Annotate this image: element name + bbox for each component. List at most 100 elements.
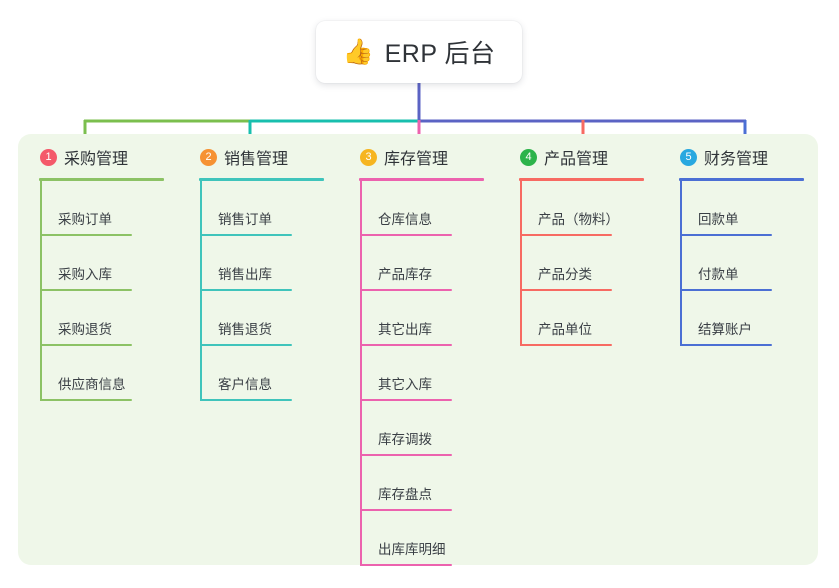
list-item[interactable]: 产品分类 [520,236,658,291]
column-purchasing: 1 采购管理 采购订单 采购入库 采购退货 供应商信 [18,134,178,565]
list-item-label: 付款单 [698,267,739,282]
column-header-rule-5 [679,178,804,181]
list-item[interactable]: 产品库存 [360,236,498,291]
column-title-2: 销售管理 [224,151,289,168]
column-header-rule-2 [199,178,324,181]
column-badge-3: 3 [360,148,377,166]
column-spine-5 [680,181,682,346]
list-item[interactable]: 销售出库 [200,236,338,291]
list-item-label: 产品分类 [538,267,592,282]
column-header-4[interactable]: 4 产品管理 [518,144,658,170]
list-item-rule [360,564,452,566]
list-item-rule [40,344,132,346]
content-panel [18,134,818,565]
list-item-label: 产品库存 [378,267,432,282]
list-item-label: 回款单 [698,212,739,227]
list-item-label: 产品（物料） [538,212,619,227]
list-item[interactable]: 库存盘点 [360,456,498,511]
column-title-3: 库存管理 [384,151,449,168]
column-header-rule-4 [519,178,644,181]
list-item[interactable]: 供应商信息 [40,346,178,401]
list-item[interactable]: 其它出库 [360,291,498,346]
list-item-label: 客户信息 [218,377,272,392]
list-item-label: 产品单位 [538,322,592,337]
list-item[interactable]: 库存调拨 [360,401,498,456]
root-node[interactable]: 👍 ERP 后台 [316,21,522,83]
column-items-4: 产品（物料） 产品分类 产品单位 [520,181,658,346]
list-item-label: 销售退货 [218,322,272,337]
list-item-label: 供应商信息 [58,377,126,392]
column-title-1: 采购管理 [64,151,129,168]
column-sales: 2 销售管理 销售订单 销售出库 销售退货 客户信息 [178,134,338,565]
list-item[interactable]: 客户信息 [200,346,338,401]
list-item-rule [360,399,452,401]
column-spine-4 [520,181,522,346]
list-item[interactable]: 结算账户 [680,291,818,346]
list-item-rule [200,234,292,236]
column-finance: 5 财务管理 回款单 付款单 结算账户 [658,134,818,565]
list-item-label: 采购入库 [58,267,112,282]
list-item[interactable]: 销售退货 [200,291,338,346]
column-badge-2: 2 [200,148,217,166]
column-items-1: 采购订单 采购入库 采购退货 供应商信息 [40,181,178,401]
column-header-1[interactable]: 1 采购管理 [38,144,178,170]
list-item-label: 库存调拨 [378,432,432,447]
list-item-rule [200,344,292,346]
list-item-rule [360,344,452,346]
list-item-rule [680,234,772,236]
column-spine-1 [40,181,42,401]
list-item-rule [40,289,132,291]
list-item[interactable]: 产品（物料） [520,181,658,236]
column-items-2: 销售订单 销售出库 销售退货 客户信息 [200,181,338,401]
list-item-rule [520,344,612,346]
column-product: 4 产品管理 产品（物料） 产品分类 产品单位 [498,134,658,565]
column-header-5[interactable]: 5 财务管理 [678,144,818,170]
column-title-5: 财务管理 [704,151,769,168]
column-spine-3 [360,181,362,566]
list-item[interactable]: 其它入库 [360,346,498,401]
list-item[interactable]: 仓库信息 [360,181,498,236]
column-badge-4: 4 [520,148,537,166]
list-item-label: 出库库明细 [378,542,446,557]
list-item-rule [360,454,452,456]
list-item-rule [680,344,772,346]
column-header-2[interactable]: 2 销售管理 [198,144,338,170]
list-item-label: 库存盘点 [378,487,432,502]
list-item-label: 销售订单 [218,212,272,227]
column-inventory: 3 库存管理 仓库信息 产品库存 其它出库 其它入库 [338,134,498,566]
root-title: ERP 后台 [384,40,496,68]
column-items-3: 仓库信息 产品库存 其它出库 其它入库 库存调拨 [360,181,498,566]
list-item[interactable]: 付款单 [680,236,818,291]
list-item-rule [360,509,452,511]
column-spine-2 [200,181,202,401]
list-item[interactable]: 采购退货 [40,291,178,346]
list-item-label: 结算账户 [698,322,752,337]
column-header-rule-1 [39,178,164,181]
list-item[interactable]: 产品单位 [520,291,658,346]
list-item-label: 销售出库 [218,267,272,282]
column-badge-5: 5 [680,148,697,166]
list-item[interactable]: 出库库明细 [360,511,498,566]
column-header-rule-3 [359,178,484,181]
columns-container: 1 采购管理 采购订单 采购入库 采购退货 供应商信 [18,134,818,566]
list-item[interactable]: 销售订单 [200,181,338,236]
list-item-rule [360,234,452,236]
column-title-4: 产品管理 [544,151,609,168]
list-item-rule [200,399,292,401]
list-item-rule [40,234,132,236]
column-badge-1: 1 [40,148,57,166]
list-item-rule [520,289,612,291]
list-item-rule [680,289,772,291]
column-header-3[interactable]: 3 库存管理 [358,144,498,170]
list-item-label: 采购退货 [58,322,112,337]
list-item[interactable]: 回款单 [680,181,818,236]
list-item[interactable]: 采购订单 [40,181,178,236]
list-item-label: 其它出库 [378,322,432,337]
list-item-label: 采购订单 [58,212,112,227]
list-item[interactable]: 采购入库 [40,236,178,291]
list-item-rule [520,234,612,236]
list-item-rule [360,289,452,291]
list-item-label: 仓库信息 [378,212,432,227]
list-item-rule [200,289,292,291]
